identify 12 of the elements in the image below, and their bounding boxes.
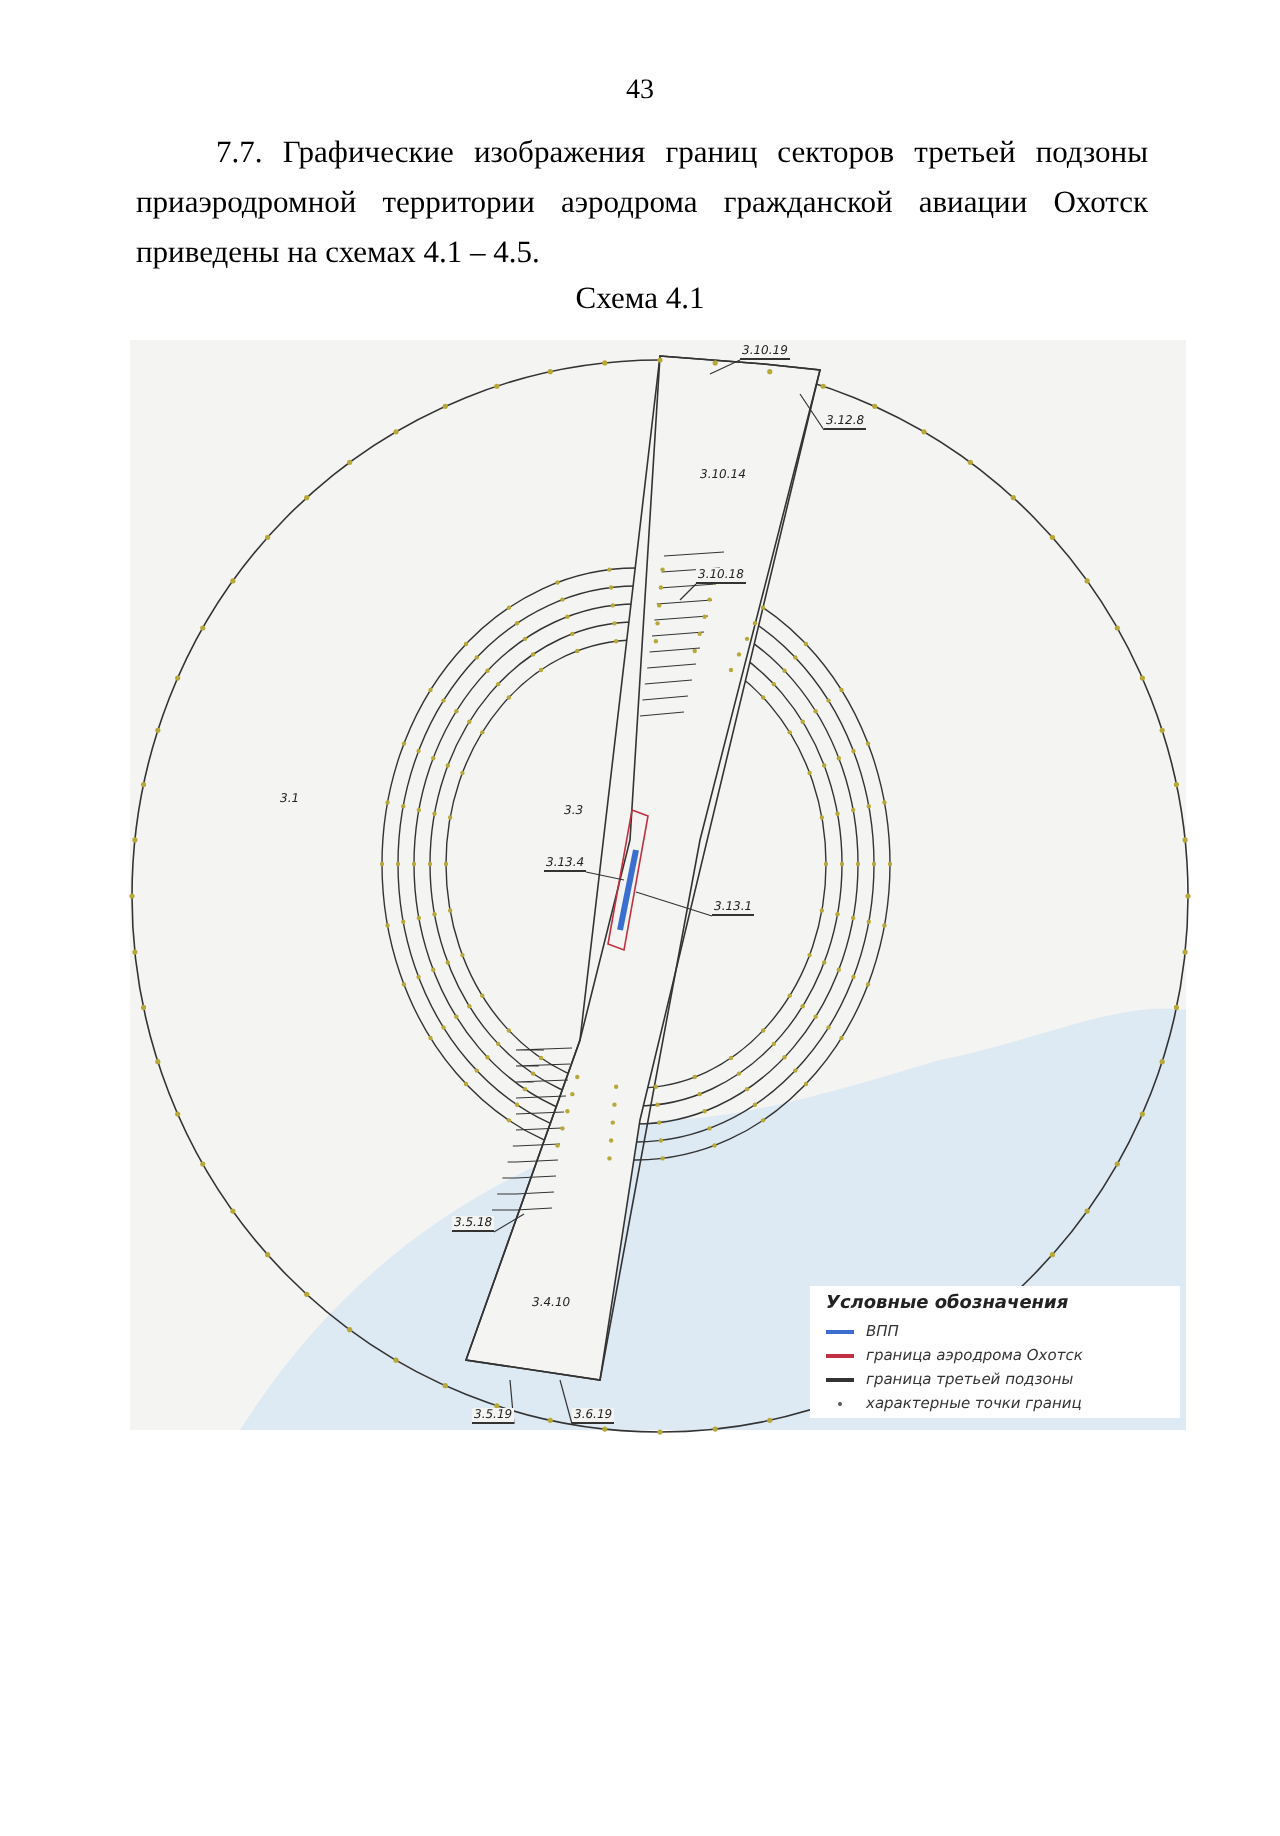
paragraph-text: 7.7. Графические изображения границ секторов третьей подзоны приаэродромной территории аэродрома гражданской авиации Охотск приведены на схемах 4.1 – 4.5. [136, 134, 1148, 274]
leader-line [679, 583, 697, 601]
leader-line [509, 1379, 515, 1425]
leader-line [493, 1213, 525, 1233]
page-number: 43 [624, 76, 656, 108]
leader-line [559, 1379, 573, 1425]
leader-line [585, 871, 625, 881]
leader-line [799, 393, 825, 431]
leader-line [635, 891, 713, 917]
legend-title: Условные обозначения [826, 1294, 1069, 1314]
diagram-title: Схема 4.1 [573, 282, 707, 318]
leader-line [709, 359, 741, 375]
